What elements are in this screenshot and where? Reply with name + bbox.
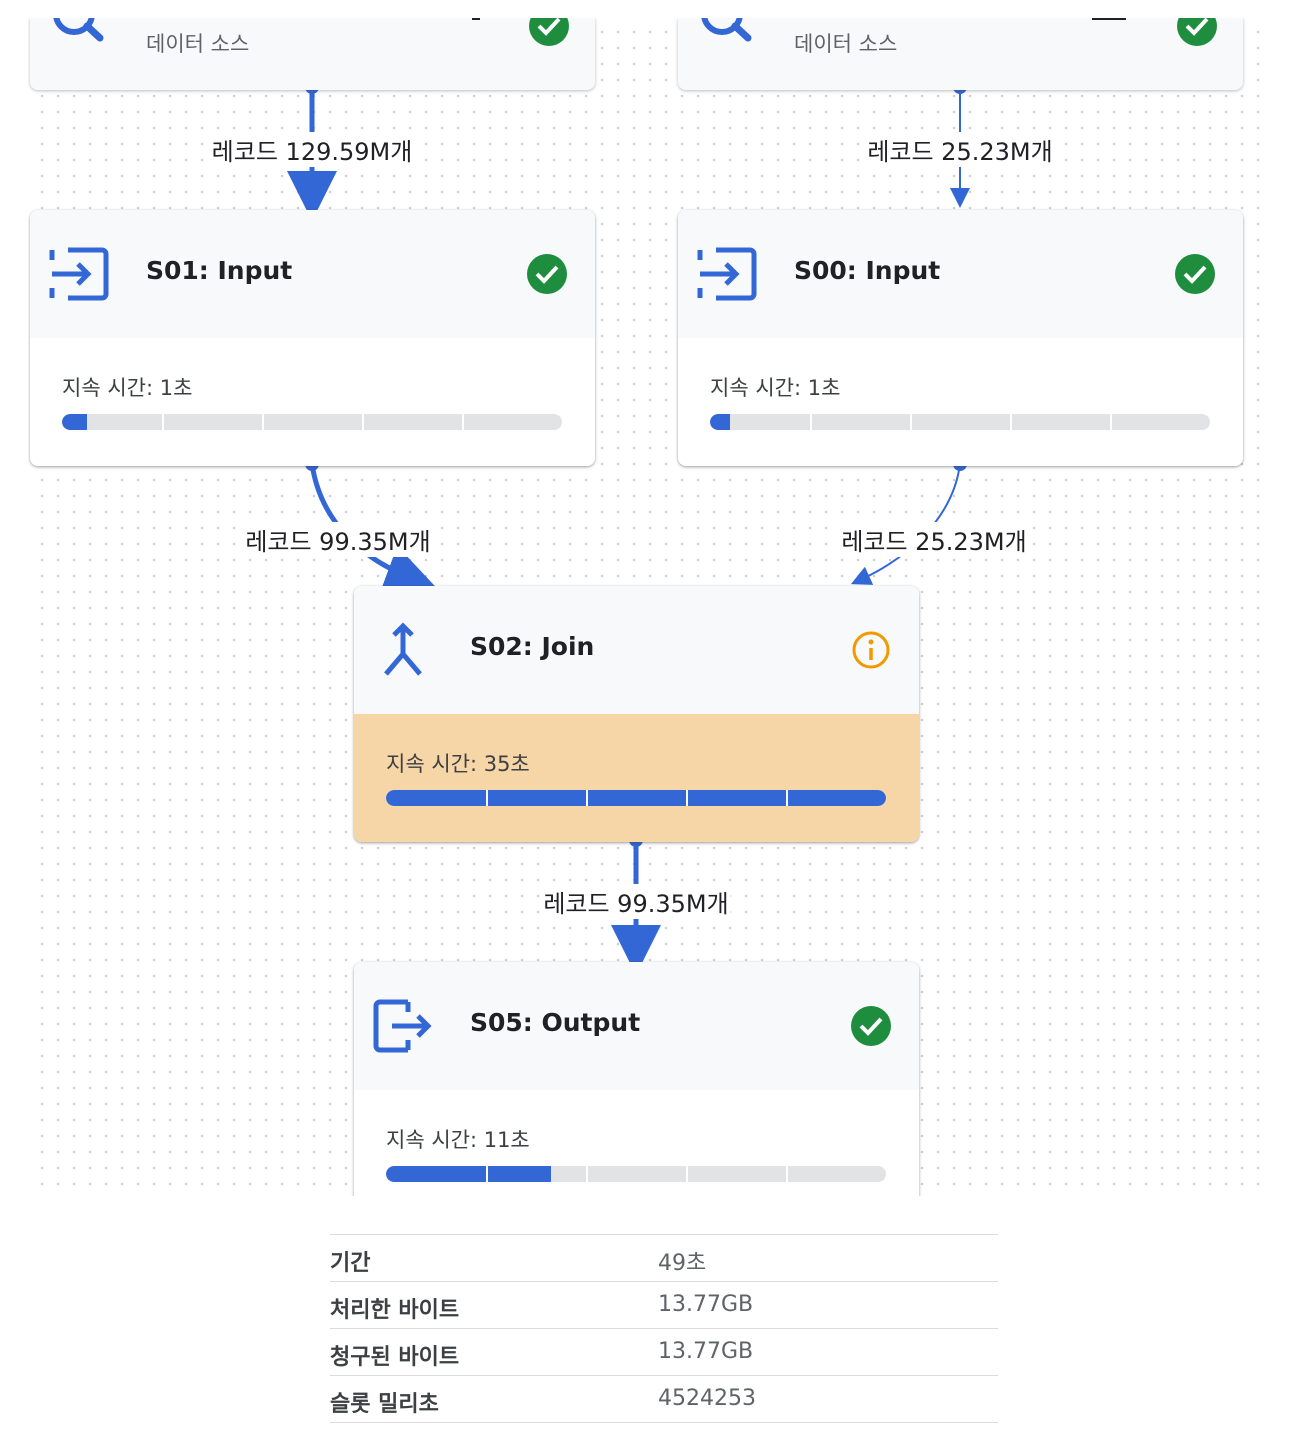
edge-label-records: 레코드 99.35M개: [243, 522, 433, 557]
duration-bar-divider: [362, 414, 364, 430]
duration-bar-divider: [686, 790, 688, 806]
stage-body: 지속 시간: 11초: [354, 1090, 919, 1196]
cropped-title-fragment: [1092, 18, 1126, 20]
success-check-icon: [527, 254, 567, 294]
edge-label-records: 레코드 25.23M개: [839, 522, 1029, 557]
source-node-left[interactable]: 데이터 소스: [30, 18, 595, 90]
duration-bar-divider: [462, 414, 464, 430]
stage-header: S00: Input: [678, 210, 1243, 338]
stage-header: S02: Join: [354, 586, 919, 714]
duration-bar-fill: [710, 414, 730, 430]
bigquery-icon: [53, 18, 104, 42]
edge-label-records: 레코드 99.35M개: [541, 884, 731, 919]
stage-header: S01: Input: [30, 210, 595, 338]
duration-bar-divider: [786, 1166, 788, 1182]
success-check-icon: [529, 18, 569, 46]
stats-value: 49초: [658, 1251, 707, 1276]
stage-body: 지속 시간: 1초: [678, 338, 1243, 466]
stage-duration: 지속 시간: 35초: [386, 752, 530, 776]
stage-node-s01[interactable]: S01: Input 지속 시간: 1초: [30, 210, 595, 466]
success-check-icon: [1177, 18, 1217, 46]
stage-header: S05: Output: [354, 962, 919, 1090]
stage-duration: 지속 시간: 11초: [386, 1128, 530, 1152]
duration-bar-divider: [1010, 414, 1012, 430]
duration-bar-divider: [486, 790, 488, 806]
duration-bar-divider: [786, 790, 788, 806]
success-check-icon: [851, 1006, 891, 1046]
duration-bar-divider: [586, 1166, 588, 1182]
duration-bar-fill: [386, 1166, 551, 1182]
duration-bar: [386, 1166, 886, 1182]
edge-label-records: 레코드 25.23M개: [865, 132, 1055, 167]
join-icon: [384, 622, 422, 676]
duration-bar-divider: [910, 414, 912, 430]
input-icon: [697, 247, 757, 301]
duration-bar-divider: [1110, 414, 1112, 430]
stage-body: 지속 시간: 35초: [354, 714, 919, 842]
duration-bar: [710, 414, 1210, 430]
stage-node-s00[interactable]: S00: Input 지속 시간: 1초: [678, 210, 1243, 466]
stats-row: 슬롯 밀리초 4524253: [330, 1376, 998, 1423]
output-icon: [373, 999, 432, 1053]
edge-label-records: 레코드 129.59M개: [209, 132, 415, 167]
stats-value: 13.77GB: [658, 1292, 754, 1317]
stats-row: 기간 49초: [330, 1235, 998, 1282]
source-subtitle: 데이터 소스: [146, 32, 250, 56]
edge-s00-s02: [850, 457, 967, 585]
stats-row-cropped: [330, 1212, 998, 1235]
stats-key: 슬롯 밀리초: [330, 1392, 439, 1417]
stage-body: 지속 시간: 1초: [30, 338, 595, 466]
duration-bar-divider: [486, 1166, 488, 1182]
stats-value: 13.77GB: [658, 1339, 754, 1364]
info-icon[interactable]: [851, 630, 891, 670]
stage-title: S01: Input: [146, 256, 293, 285]
source-subtitle: 데이터 소스: [794, 32, 898, 56]
duration-bar-fill: [62, 414, 87, 430]
stage-title: S05: Output: [470, 1008, 641, 1037]
cropped-title-fragment: [472, 18, 480, 20]
duration-bar-divider: [162, 414, 164, 430]
stage-duration: 지속 시간: 1초: [62, 376, 193, 400]
stage-title: S00: Input: [794, 256, 941, 285]
stats-key: 청구된 바이트: [330, 1345, 460, 1370]
job-stats-table: 기간 49초 처리한 바이트 13.77GB 청구된 바이트 13.77GB 슬…: [330, 1212, 998, 1423]
success-check-icon: [1175, 254, 1215, 294]
bigquery-icon: [701, 18, 752, 42]
source-node-right[interactable]: 데이터 소스: [678, 18, 1243, 90]
stats-row: 처리한 바이트 13.77GB: [330, 1282, 998, 1329]
stats-value: 4524253: [658, 1386, 756, 1411]
duration-bar-fill: [386, 790, 886, 806]
stage-node-s05[interactable]: S05: Output 지속 시간: 11초: [354, 962, 919, 1196]
duration-bar-divider: [686, 1166, 688, 1182]
stats-key: 처리한 바이트: [330, 1298, 460, 1323]
duration-bar: [386, 790, 886, 806]
duration-bar-divider: [262, 414, 264, 430]
stats-key: 기간: [330, 1251, 371, 1276]
stage-duration: 지속 시간: 1초: [710, 376, 841, 400]
duration-bar-divider: [586, 790, 588, 806]
duration-bar: [62, 414, 562, 430]
execution-graph-canvas[interactable]: 데이터 소스 데이터 소스: [28, 18, 1266, 1196]
edge-s01-s02: [305, 457, 436, 593]
duration-bar-divider: [810, 414, 812, 430]
stage-node-s02[interactable]: S02: Join 지속 시간: 35초: [354, 586, 919, 842]
input-icon: [49, 247, 109, 301]
stats-row: 청구된 바이트 13.77GB: [330, 1329, 998, 1376]
stage-title: S02: Join: [470, 632, 595, 661]
